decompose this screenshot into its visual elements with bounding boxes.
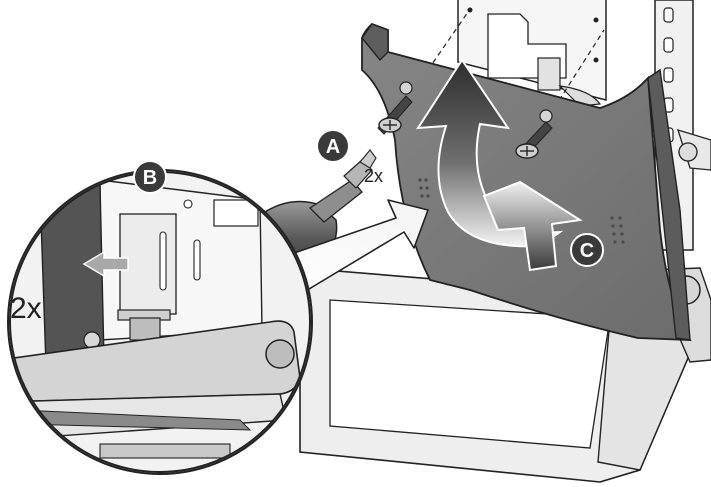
callout-qty-a: 2x xyxy=(364,166,383,186)
callout-letter-c: C xyxy=(580,240,594,262)
callout-badge-a: A xyxy=(317,130,349,162)
callout-letter-b: B xyxy=(143,167,157,189)
callout-badge-c: C xyxy=(571,234,603,266)
callout-qty-b: 2x xyxy=(10,292,42,325)
callout-badge-b: B xyxy=(134,161,166,193)
callout-letter-a: A xyxy=(326,136,340,158)
